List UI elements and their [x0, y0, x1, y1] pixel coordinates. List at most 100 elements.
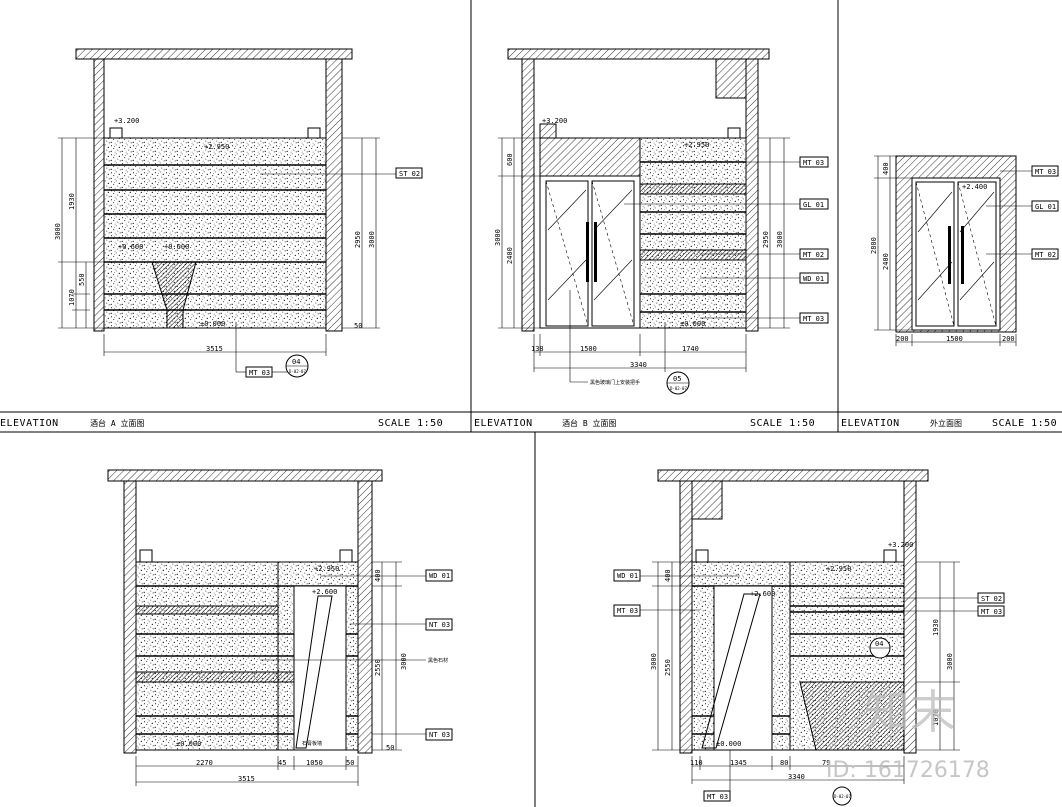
dim-3000: 3000: [776, 231, 784, 248]
dim-3000: 3000: [494, 229, 502, 246]
material-tag-text: ST 02: [399, 170, 420, 178]
shelf-band: [135, 605, 279, 615]
left-column: [679, 480, 693, 754]
callout-sheet: D-02-07: [834, 794, 851, 799]
dim-1930: 1930: [68, 193, 76, 210]
dim-1070: 1070: [932, 709, 940, 726]
material-tag: [395, 167, 423, 179]
material-tag-text: NT 03: [429, 621, 450, 629]
drawing-title: 外立面图: [930, 418, 962, 428]
dim-1740: 1740: [682, 345, 699, 353]
level-mark: +2.950: [684, 141, 709, 149]
glass-door-leaf: [591, 180, 635, 327]
dim-50: 50: [346, 759, 354, 767]
tag-leaders: [640, 575, 978, 612]
ceiling-slab: [107, 469, 383, 482]
dim-1345: 1345: [730, 759, 747, 767]
dim-3340: 3340: [630, 361, 647, 369]
dim-1050: 1050: [306, 759, 323, 767]
dim-3000: 3000: [368, 231, 376, 248]
level-mark: ±0.000: [680, 320, 705, 328]
dim-200: 200: [1002, 335, 1015, 343]
level-mark: +2.400: [962, 183, 987, 191]
left-column: [521, 58, 535, 332]
dim-3340: 3340: [788, 773, 805, 781]
right-dimension-lines: [372, 561, 402, 751]
right-dimension-lines: [758, 137, 790, 329]
left-dimension-lines: [874, 155, 912, 331]
callout-sheet: D-02-07: [670, 386, 687, 391]
dim-45: 45: [278, 759, 286, 767]
detail-callout: [832, 786, 852, 806]
dim-400: 400: [882, 162, 890, 175]
shelf-band: [639, 183, 747, 195]
level-mark: ±0.000: [176, 740, 201, 748]
ceiling-slab: [75, 48, 353, 60]
glass-reflection: [545, 180, 635, 327]
left-dimension-lines: [652, 561, 692, 751]
annotation-note: 黑色石材: [428, 657, 448, 664]
material-tag: [613, 604, 641, 617]
material-tag-text: GL 01: [1035, 203, 1056, 211]
watermark-logo: 知末: [864, 685, 956, 739]
dim-1930: 1930: [932, 619, 940, 636]
right-dimension-lines: [342, 137, 380, 329]
door-handle: [586, 222, 589, 282]
dim-3000: 3000: [400, 653, 408, 670]
dim-600: 600: [506, 153, 514, 166]
shelf-band: [135, 671, 295, 683]
dim-3000: 3000: [650, 653, 658, 670]
level-mark: +3.200: [542, 117, 567, 125]
material-tag: [1031, 248, 1059, 260]
drawing-title: 酒台 A 立面图: [90, 418, 144, 428]
scale-label: SCALE 1:50: [378, 418, 443, 429]
glass-door-frame: [911, 177, 1001, 331]
level-mark: +3.200: [888, 541, 913, 549]
dim-3000: 3000: [54, 223, 62, 240]
dim-3515: 3515: [206, 345, 223, 353]
dim-2950: 2950: [354, 231, 362, 248]
ceiling-light-icon: [727, 127, 741, 139]
annotation-note: 石膏板墙: [302, 740, 322, 747]
dim-50: 50: [386, 744, 394, 752]
dim-2800: 2800: [870, 237, 878, 254]
elevation-lower-left: +2.950 +2.600 ±0.000 石膏板墙 400 2550 3000 …: [107, 469, 453, 786]
material-tag: [1031, 200, 1059, 212]
scale-label: SCALE 1:50: [992, 418, 1057, 429]
partition-wall-section: [295, 595, 333, 749]
material-tag: [703, 790, 731, 802]
tag-leaders: [569, 161, 800, 383]
bottom-dimension-line: [103, 334, 327, 356]
right-column: [745, 58, 759, 332]
annotation-note: 黑色玻璃门上安装把手: [590, 379, 640, 386]
material-tag: [613, 569, 641, 582]
material-tag: [1031, 165, 1059, 177]
watermark: 知末 ID: 161726178: [826, 685, 990, 783]
material-tag: [799, 248, 829, 260]
dim-2550: 2550: [664, 659, 672, 676]
material-tag-text: MT 03: [803, 159, 824, 167]
dim-2400: 2400: [882, 253, 890, 270]
ceiling-slab: [507, 48, 770, 60]
material-tag-text: ST 02: [981, 595, 1002, 603]
material-tag: [799, 198, 829, 210]
dim-1070: 1070: [68, 289, 76, 306]
glass-door-frame: [539, 175, 641, 329]
footer-label: ELEVATION: [474, 418, 533, 429]
material-tag: [799, 272, 829, 284]
drawing-title: 酒台 B 立面图: [562, 418, 616, 428]
callout-number: 04: [875, 640, 883, 648]
level-mark: +0.600: [164, 243, 189, 251]
counter-base: [166, 309, 184, 329]
tag-leaders: [260, 575, 426, 735]
scale-label: SCALE 1:50: [750, 418, 815, 429]
dim-79: 79: [822, 759, 830, 767]
material-tag: [799, 156, 829, 168]
counter-section: [799, 681, 905, 751]
beam: [691, 480, 723, 520]
dim-400: 400: [664, 569, 672, 582]
level-mark: +2.950: [826, 565, 851, 573]
level-mark: +2.950: [204, 143, 229, 151]
